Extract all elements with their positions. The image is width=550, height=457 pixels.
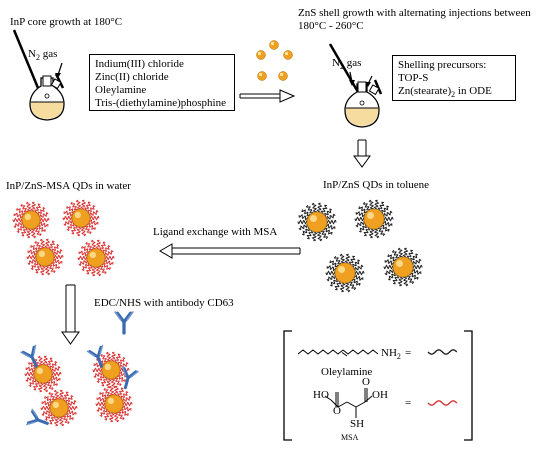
oleylamine-capped-qd — [325, 253, 365, 293]
msa-capped-qd — [12, 201, 50, 239]
oleylamine-capped-qd — [297, 202, 337, 242]
antibody-conjugated-qd — [40, 389, 78, 427]
msa-capped-qd — [77, 239, 115, 277]
antibody-icon — [26, 408, 49, 426]
antibody-conjugated-qd — [95, 385, 133, 423]
seed-particle — [269, 40, 279, 50]
msa-name: MSA — [341, 433, 359, 442]
step2-gas-label: N2 gas — [332, 57, 362, 72]
antibody-icon — [20, 344, 38, 368]
conjugation-label: EDC/NHS with antibody CD63 — [94, 297, 234, 309]
arrow-down-1 — [353, 139, 371, 168]
msa-ligand-symbol — [427, 400, 458, 406]
step2-title-line1: ZnS shell growth with alternating inject… — [298, 7, 531, 19]
seed-particle — [278, 71, 288, 81]
reaction-flask-1 — [12, 29, 65, 121]
step1-title: InP core growth at 180°C — [10, 16, 123, 28]
ligand-exchange-label: Ligand exchange with MSA — [153, 226, 278, 238]
seed-particle — [283, 50, 293, 60]
toluene-qd-group — [297, 199, 423, 293]
oleylamine-capped-qd — [383, 247, 423, 287]
equals-sign: = — [405, 347, 412, 359]
precursor-title: Shelling precursors: — [398, 59, 487, 71]
antibody-conjugated-qd — [24, 355, 62, 393]
step1-gas-label: N2 gas — [28, 48, 58, 63]
legend-bracket — [283, 330, 473, 441]
msa-structure — [324, 388, 373, 418]
reagent-item: Indium(III) chloride — [95, 58, 184, 70]
reagent-item: Zinc(II) chloride — [95, 71, 169, 83]
msa-o-right: O — [362, 376, 370, 388]
precursor-item: TOP-S — [398, 72, 429, 84]
oleylamine-nh2: NH2 — [381, 347, 401, 362]
step2-precursor-box: Shelling precursors: TOP-S Zn(stearate)2… — [392, 55, 516, 101]
inp-core-seeds — [256, 40, 293, 81]
arrow-right-1 — [239, 89, 296, 103]
conjugated-qd-group — [20, 344, 139, 427]
arrow-down-2 — [61, 284, 80, 345]
msa-capped-qd — [26, 238, 64, 276]
precursor-item: Zn(stearate)2 in ODE — [398, 85, 492, 100]
water-qd-group — [12, 199, 115, 277]
step1-reagent-box: Indium(III) chloride Zinc(II) chloride O… — [89, 54, 235, 111]
antibody-icon — [86, 345, 104, 368]
seed-particle — [256, 50, 266, 60]
msa-o-left: O — [333, 405, 341, 417]
step3-title: InP/ZnS QDs in toluene — [323, 179, 430, 191]
step4-title: InP/ZnS-MSA QDs in water — [6, 180, 131, 192]
reaction-flask-2 — [328, 43, 383, 128]
antibody-conjugated-qd — [92, 351, 130, 389]
oleylamine-name: Oleylamine — [321, 366, 373, 378]
oleylamine-capped-qd — [354, 199, 394, 239]
msa-oh: OH — [372, 389, 388, 401]
equals-sign: = — [405, 397, 412, 409]
antibody-icon — [121, 366, 139, 390]
reagent-item: Tris-(diethylamine)phosphine — [95, 97, 226, 109]
msa-ho: HO — [313, 389, 329, 401]
antibody-cd63-icon — [114, 311, 134, 335]
antibody-icon — [114, 311, 134, 335]
seed-particle — [257, 71, 267, 81]
oleylamine-structure — [297, 349, 379, 357]
oleylamine-ligand-symbol — [427, 349, 458, 355]
msa-sh: SH — [350, 418, 365, 430]
reagent-item: Oleylamine — [95, 84, 147, 96]
msa-capped-qd — [62, 199, 100, 237]
arrow-left-1 — [159, 243, 301, 259]
step2-title-line2: 180°C - 260°C — [298, 20, 364, 32]
